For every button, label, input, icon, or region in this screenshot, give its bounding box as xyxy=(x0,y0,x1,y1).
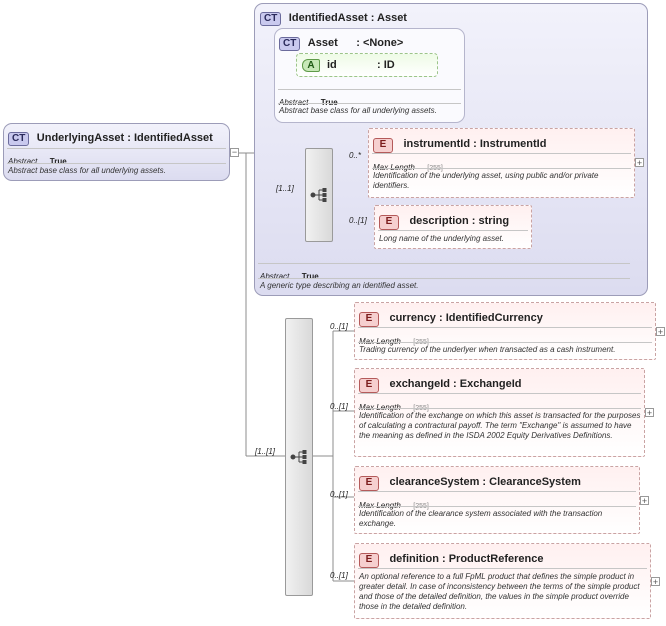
element-title: clearanceSystem : ClearanceSystem xyxy=(389,476,581,488)
divider xyxy=(258,263,630,264)
sequence-cardinality: [1..[1] xyxy=(255,447,276,456)
element-description: Identification of the exchange on which … xyxy=(359,411,641,440)
element-description: Trading currency of the underlyer when t… xyxy=(359,345,616,354)
complex-type-icon: CT xyxy=(8,132,30,146)
sequence-icon xyxy=(290,450,307,464)
asset-abstract-row: Abstract True xyxy=(279,92,338,110)
element-instrumentid[interactable]: E instrumentId : InstrumentId Max Length… xyxy=(368,128,635,198)
element-cardinality: 0..* xyxy=(349,151,362,160)
root-description: Abstract base class for all underlying a… xyxy=(8,166,166,175)
abstract-value: True xyxy=(320,98,338,107)
abstract-label: Abstract xyxy=(8,157,38,166)
element-icon: E xyxy=(359,312,379,327)
element-cardinality: 0..[1] xyxy=(349,216,367,225)
expand-plus-icon[interactable]: + xyxy=(635,158,644,168)
abstract-value: True xyxy=(301,272,319,281)
identified-asset-title: IdentifiedAsset : Asset xyxy=(288,12,407,24)
attribute-id[interactable]: A id : ID xyxy=(296,53,438,77)
divider xyxy=(358,408,641,409)
abstract-label: Abstract xyxy=(260,272,290,281)
divider xyxy=(372,168,631,169)
element-icon: E xyxy=(359,553,379,568)
element-description: Identification of the clearance system a… xyxy=(359,509,603,528)
element-title: instrumentId : InstrumentId xyxy=(403,138,547,150)
facet-label: Max Length xyxy=(359,337,401,346)
root-header: CT UnderlyingAsset : IdentifiedAsset xyxy=(8,128,213,146)
element-currency[interactable]: E currency : IdentifiedCurrency Max Leng… xyxy=(354,302,656,360)
complex-type-icon: CT xyxy=(279,37,301,51)
element-description-node[interactable]: E description : string Long name of the … xyxy=(374,205,532,249)
element-icon: E xyxy=(379,215,399,230)
sequence-icon xyxy=(310,188,327,202)
divider xyxy=(358,342,652,343)
expand-plus-icon[interactable]: + xyxy=(656,327,665,337)
element-clearancesystem[interactable]: E clearanceSystem : ClearanceSystem Max … xyxy=(354,466,640,534)
divider xyxy=(7,163,226,164)
element-description: An optional reference to a full FpML pro… xyxy=(359,572,640,611)
identified-asset-header: CT IdentifiedAsset : Asset xyxy=(260,8,407,26)
divider xyxy=(358,506,636,507)
asset-description: Abstract base class for all underlying a… xyxy=(279,106,437,115)
attribute-icon: A xyxy=(302,59,320,72)
element-header: E instrumentId : InstrumentId xyxy=(373,134,546,153)
collapse-minus-icon[interactable]: − xyxy=(230,147,239,157)
element-icon: E xyxy=(359,378,379,393)
sequence-cardinality: [1..1] xyxy=(276,184,294,193)
identified-asset-abstract-row: Abstract True xyxy=(260,266,319,284)
expand-plus-icon[interactable]: + xyxy=(651,577,660,587)
element-header: E definition : ProductReference xyxy=(359,549,543,568)
complex-type-icon: CT xyxy=(260,12,282,26)
element-title: definition : ProductReference xyxy=(389,553,544,565)
element-icon: E xyxy=(373,138,393,153)
main-sequence-compositor[interactable] xyxy=(285,318,313,596)
root-abstract-row: Abstract True xyxy=(8,151,67,169)
element-exchangeid[interactable]: E exchangeId : ExchangeId Max Length [25… xyxy=(354,368,645,457)
element-description: Identification of the underlying asset, … xyxy=(373,171,599,190)
root-title: UnderlyingAsset : IdentifiedAsset xyxy=(36,132,213,144)
expand-plus-icon[interactable]: + xyxy=(645,408,654,418)
element-cardinality: 0..[1] xyxy=(330,402,348,411)
divider xyxy=(378,230,528,231)
divider xyxy=(358,491,636,492)
element-icon: E xyxy=(359,476,379,491)
element-title: exchangeId : ExchangeId xyxy=(389,378,522,390)
asset-header: CT Asset : <None> xyxy=(279,33,403,51)
divider xyxy=(7,148,226,149)
element-definition[interactable]: E definition : ProductReference An optio… xyxy=(354,543,651,619)
asset-title: Asset xyxy=(307,37,338,49)
element-cardinality: 0..[1] xyxy=(330,490,348,499)
facet-label: Max Length xyxy=(359,403,401,412)
divider xyxy=(358,568,647,569)
abstract-value: True xyxy=(49,157,67,166)
asset-type-value: : <None> xyxy=(356,37,404,49)
element-description: Long name of the underlying asset. xyxy=(379,234,504,243)
element-cardinality: 0..[1] xyxy=(330,571,348,580)
divider xyxy=(358,393,641,394)
element-header: E clearanceSystem : ClearanceSystem xyxy=(359,472,581,491)
element-title: currency : IdentifiedCurrency xyxy=(389,312,543,324)
root-complex-type[interactable]: CT UnderlyingAsset : IdentifiedAsset Abs… xyxy=(3,123,230,181)
attribute-type: : ID xyxy=(377,59,395,71)
element-header: E currency : IdentifiedCurrency xyxy=(359,308,543,327)
divider xyxy=(258,278,630,279)
element-title: description : string xyxy=(409,215,510,227)
facet-label: Max Length xyxy=(373,163,415,172)
facet-label: Max Length xyxy=(359,501,401,510)
expand-plus-icon[interactable]: + xyxy=(640,496,649,506)
divider xyxy=(358,327,652,328)
element-header: E exchangeId : ExchangeId xyxy=(359,374,522,393)
sequence-compositor[interactable] xyxy=(305,148,333,242)
divider xyxy=(278,103,461,104)
divider xyxy=(372,153,631,154)
attribute-name: id xyxy=(327,59,337,71)
abstract-label: Abstract xyxy=(279,98,309,107)
element-header: E description : string xyxy=(379,211,509,230)
identified-asset-description: A generic type describing an identified … xyxy=(260,281,419,290)
element-cardinality: 0..[1] xyxy=(330,322,348,331)
divider xyxy=(278,89,461,90)
